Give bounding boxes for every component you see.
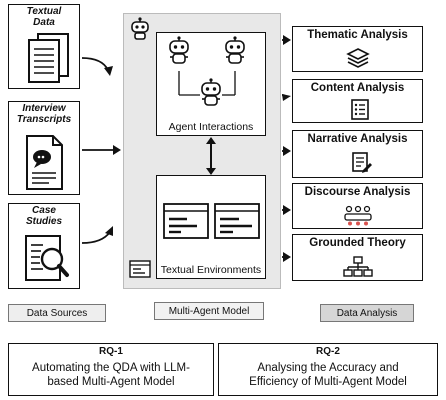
analysis-discourse: Discourse Analysis	[292, 183, 423, 229]
source-arrow	[81, 226, 113, 244]
rq-title: RQ-2	[316, 346, 340, 357]
source-arrow	[82, 145, 121, 155]
documents-icon	[28, 33, 69, 83]
meeting-icon	[344, 205, 372, 226]
analysis-arrow	[282, 146, 291, 156]
rq-title: RQ-1	[99, 346, 123, 357]
robot-icon	[169, 36, 189, 64]
analysis-narrative: Narrative Analysis	[292, 130, 423, 178]
source-case-studies: Case Studies	[8, 203, 80, 289]
rq-text-line: Analysing the Accuracy and	[257, 362, 399, 374]
magnifier-document-icon	[25, 235, 69, 281]
layers-icon	[346, 48, 370, 68]
robot-icon	[201, 78, 221, 106]
analysis-grounded-theory: Grounded Theory	[292, 234, 423, 281]
source-textual-data: Textual Data	[8, 4, 80, 89]
analysis-title: Discourse Analysis	[304, 186, 411, 198]
rq2-box: RQ-2 Analysing the Accuracy and Efficien…	[218, 343, 438, 396]
data-sources-label: Data Sources	[8, 304, 106, 322]
source-title-line: Data	[33, 17, 55, 28]
analysis-title: Narrative Analysis	[307, 133, 408, 145]
textual-environments-label: Textual Environments	[160, 264, 262, 276]
rq1-box: RQ-1 Automating the QDA with LLM- based …	[8, 343, 214, 396]
transcript-icon	[26, 135, 63, 190]
agent-interactions-label: Agent Interactions	[168, 121, 254, 133]
analysis-arrow	[282, 252, 291, 262]
robot-icon	[131, 17, 149, 40]
source-title-line: Transcripts	[16, 114, 72, 125]
robot-icon	[225, 36, 245, 64]
source-title-line: Studies	[25, 216, 63, 227]
analysis-arrow	[282, 205, 291, 215]
bidirectional-arrow	[206, 137, 216, 175]
analysis-thematic: Thematic Analysis	[292, 26, 423, 72]
analysis-title: Content Analysis	[310, 82, 405, 94]
analysis-title: Grounded Theory	[309, 237, 406, 249]
agent-interactions-box: Agent Interactions	[156, 32, 266, 136]
source-interview-transcripts: Interview Transcripts	[8, 101, 80, 195]
rq-text-line: Efficiency of Multi-Agent Model	[249, 376, 407, 388]
source-title-line: Textual	[26, 6, 62, 17]
rq-text-line: Automating the QDA with LLM-	[32, 362, 190, 374]
document-pen-icon	[352, 152, 372, 173]
source-arrow	[81, 57, 113, 76]
analysis-arrow	[281, 94, 291, 101]
code-windows-icon	[163, 203, 260, 239]
checklist-icon	[351, 99, 369, 120]
analysis-title: Thematic Analysis	[307, 29, 408, 41]
hierarchy-icon	[343, 256, 373, 277]
textual-environments-box: Textual Environments	[156, 175, 266, 279]
analysis-arrow	[282, 35, 291, 45]
source-title-line: Interview	[22, 103, 66, 114]
terminal-icon	[129, 260, 151, 278]
analysis-content: Content Analysis	[292, 79, 423, 123]
source-title-line: Case	[32, 205, 56, 216]
multi-agent-model-label: Multi-Agent Model	[154, 302, 264, 320]
agents-graph	[169, 36, 245, 106]
rq-text-line: based Multi-Agent Model	[47, 376, 175, 388]
data-analysis-label: Data Analysis	[320, 304, 414, 322]
